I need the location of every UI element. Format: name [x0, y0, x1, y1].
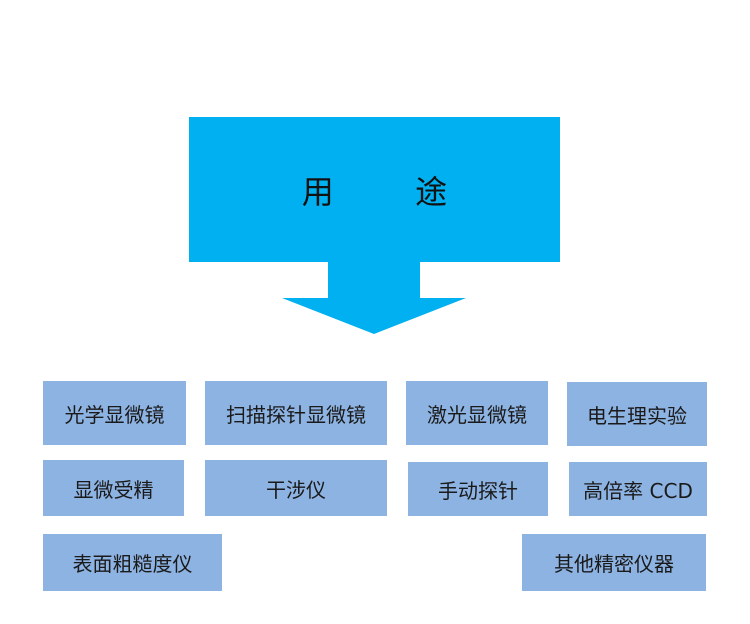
use-micro-fertilization: 显微受精	[43, 460, 184, 516]
use-surface-roughness-meter: 表面粗糙度仪	[43, 534, 222, 591]
use-scanning-probe-microscope: 扫描探针显微镜	[205, 381, 387, 445]
use-high-magnification-ccd: 高倍率 CCD	[569, 462, 707, 516]
use-optical-microscope: 光学显微镜	[43, 381, 186, 445]
use-laser-microscope: 激光显微镜	[406, 381, 548, 445]
use-interferometer: 干涉仪	[205, 460, 387, 516]
use-manual-probe: 手动探针	[408, 462, 548, 516]
down-arrow-icon	[189, 117, 560, 334]
diagram-title: 用 途	[301, 172, 448, 211]
use-electrophysiology: 电生理实验	[567, 382, 707, 446]
use-other-precision-instruments: 其他精密仪器	[522, 534, 706, 591]
